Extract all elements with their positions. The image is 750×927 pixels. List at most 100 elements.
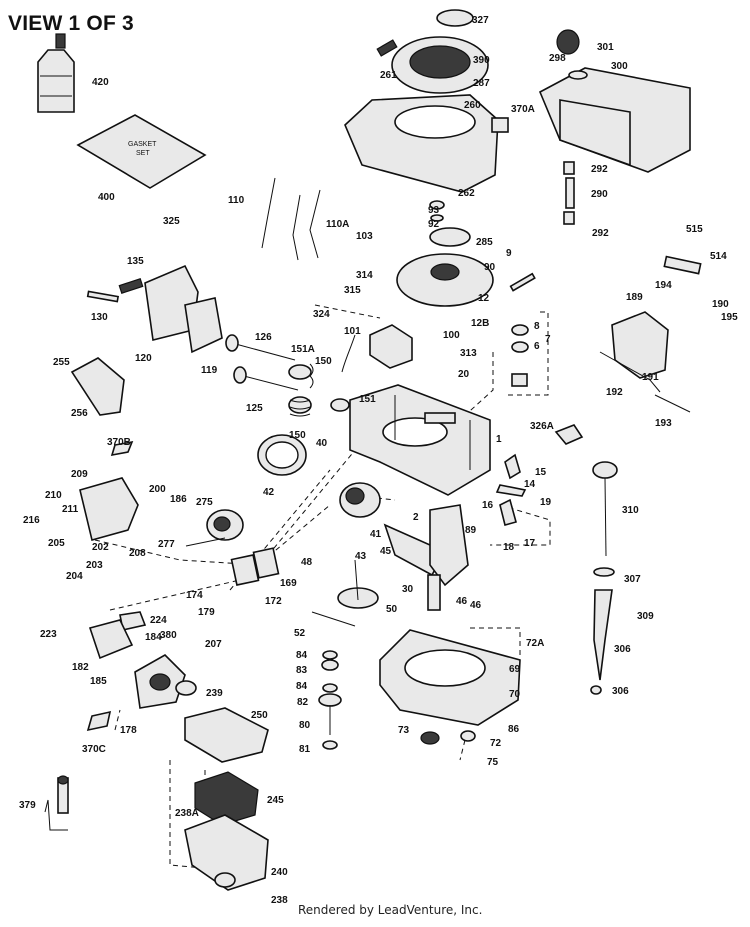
- part-label-185: 185: [90, 676, 107, 687]
- dipstick: [590, 461, 618, 695]
- box-label-line1: GASKET: [128, 141, 157, 148]
- control-bracket: [599, 255, 702, 413]
- part-label-301: 301: [597, 42, 614, 53]
- part-label-200: 200: [149, 484, 166, 495]
- part-label-379: 379: [19, 800, 36, 811]
- part-label-224: 224: [150, 615, 167, 626]
- part-label-70: 70: [509, 689, 521, 700]
- part-label-2: 2: [413, 512, 419, 523]
- cam-gear-stack: [311, 559, 379, 750]
- part-label-20: 20: [458, 369, 470, 380]
- part-label-285: 285: [476, 237, 493, 248]
- part-label-151: 151: [359, 394, 376, 405]
- part-label-306: 306: [612, 686, 629, 697]
- part-label-209: 209: [71, 469, 88, 480]
- part-label-100: 100: [443, 330, 460, 341]
- part-label-314: 314: [356, 270, 373, 281]
- piston-rings: [257, 434, 381, 518]
- crankshaft: [383, 504, 469, 611]
- part-label-262: 262: [458, 188, 475, 199]
- part-label-90: 90: [484, 262, 496, 273]
- part-label-223: 223: [40, 629, 57, 640]
- part-label-43: 43: [355, 551, 367, 562]
- part-label-126: 126: [255, 332, 272, 343]
- part-label-202: 202: [92, 542, 109, 553]
- part-label-245: 245: [267, 795, 284, 806]
- part-label-324: 324: [313, 309, 330, 320]
- part-label-195: 195: [721, 312, 738, 323]
- render-credit: Rendered by LeadVenture, Inc.: [298, 903, 483, 917]
- part-label-18: 18: [503, 542, 515, 553]
- part-label-89: 89: [465, 525, 477, 536]
- part-label-92: 92: [428, 219, 440, 230]
- valve-springs: [288, 363, 350, 417]
- oil-bottle: [37, 33, 75, 113]
- fuel-line: [563, 161, 575, 225]
- air-filter-cover: [70, 357, 125, 416]
- part-label-292: 292: [592, 228, 609, 239]
- part-label-194: 194: [655, 280, 672, 291]
- part-label-8: 8: [534, 321, 540, 332]
- part-label-287: 287: [473, 78, 490, 89]
- part-label-292: 292: [591, 164, 608, 175]
- part-label-514: 514: [710, 251, 727, 262]
- part-label-93: 93: [428, 205, 440, 216]
- blower-housing: [344, 94, 509, 193]
- part-label-110: 110: [228, 195, 245, 206]
- assembly-lines: [94, 304, 551, 871]
- part-label-14: 14: [524, 479, 536, 490]
- part-label-119: 119: [201, 365, 218, 376]
- ignition-module: [341, 324, 413, 373]
- part-label-193: 193: [655, 418, 672, 429]
- part-label-307: 307: [624, 574, 641, 585]
- part-label-82: 82: [297, 697, 309, 708]
- part-label-169: 169: [280, 578, 297, 589]
- part-label-174: 174: [186, 590, 203, 601]
- part-label-186: 186: [170, 494, 187, 505]
- part-label-6: 6: [534, 341, 540, 352]
- small-parts-left: [44, 440, 147, 831]
- part-label-125: 125: [246, 403, 263, 414]
- part-label-326a: 326A: [530, 421, 554, 432]
- part-label-46: 46: [456, 596, 468, 607]
- part-label-9: 9: [506, 248, 512, 259]
- part-label-69: 69: [509, 664, 521, 675]
- part-label-207: 207: [205, 639, 222, 650]
- part-label-80: 80: [299, 720, 311, 731]
- part-label-255: 255: [53, 357, 70, 368]
- box-label-line2: SET: [136, 150, 150, 157]
- part-label-240: 240: [271, 867, 288, 878]
- part-label-190: 190: [712, 299, 729, 310]
- part-label-216: 216: [23, 515, 40, 526]
- part-label-277: 277: [158, 539, 175, 550]
- part-label-81: 81: [299, 744, 311, 755]
- part-label-30: 30: [402, 584, 414, 595]
- part-label-275: 275: [196, 497, 213, 508]
- part-label-72: 72: [490, 738, 502, 749]
- part-label-182: 182: [72, 662, 89, 673]
- part-label-204: 204: [66, 571, 83, 582]
- part-label-178: 178: [120, 725, 137, 736]
- rewind-starter: [376, 9, 489, 94]
- part-label-42: 42: [263, 487, 275, 498]
- part-label-205: 205: [48, 538, 65, 549]
- cylinder-block: [349, 384, 491, 496]
- part-label-239: 239: [206, 688, 223, 699]
- part-label-75: 75: [487, 757, 499, 768]
- crankcase-cover: [379, 629, 521, 745]
- part-label-150: 150: [315, 356, 332, 367]
- part-label-130: 130: [91, 312, 108, 323]
- part-label-172: 172: [265, 596, 282, 607]
- manifold-gaskets: [230, 547, 280, 586]
- part-label-45: 45: [380, 546, 392, 557]
- part-label-260: 260: [464, 100, 481, 111]
- diagram-title: VIEW 1 OF 3: [8, 12, 134, 35]
- part-label-1: 1: [496, 434, 502, 445]
- part-label-50: 50: [386, 604, 398, 615]
- part-label-290: 290: [591, 189, 608, 200]
- part-label-84: 84: [296, 681, 308, 692]
- part-label-370a: 370A: [511, 104, 535, 115]
- part-label-420: 420: [92, 77, 109, 88]
